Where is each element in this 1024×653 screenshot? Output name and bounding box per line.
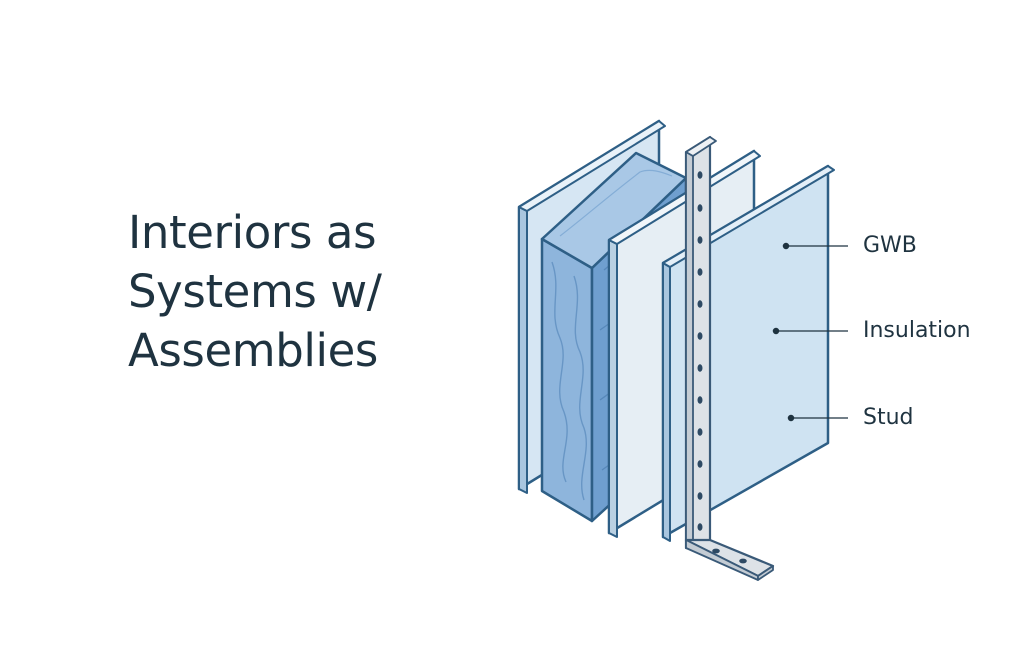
title-line-1: Interiors as bbox=[128, 206, 377, 259]
stud-punch-holes bbox=[697, 171, 747, 564]
slide-title: Interiors as Systems w/ Assemblies bbox=[128, 203, 488, 380]
title-line-2: Systems w/ bbox=[128, 265, 382, 318]
leader-lines bbox=[772, 242, 848, 422]
insulation-label: Insulation bbox=[863, 318, 971, 343]
gwb-label: GWB bbox=[863, 233, 917, 258]
title-line-3: Assemblies bbox=[128, 324, 378, 377]
steel-stud bbox=[684, 135, 775, 581]
stud-label: Stud bbox=[863, 405, 914, 430]
